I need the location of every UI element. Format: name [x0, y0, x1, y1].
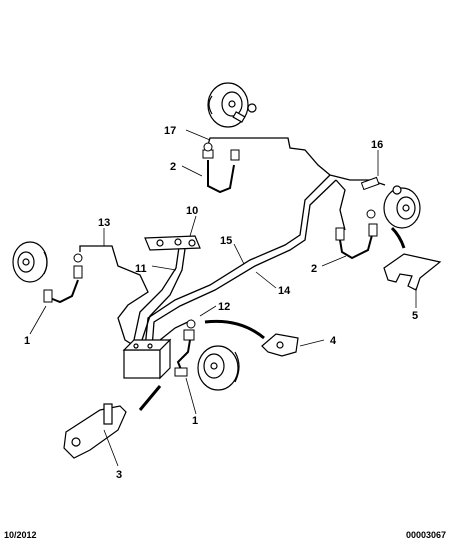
footer-date: 10/2012	[4, 530, 37, 540]
callout-14: 14	[278, 285, 291, 297]
pipe-junction-block	[144, 235, 201, 251]
callout-11: 11	[135, 263, 147, 275]
pointer-arrows	[138, 226, 406, 411]
leader-lines	[29, 129, 417, 467]
callout-17: 17	[164, 125, 176, 137]
callout-15: 15	[220, 235, 232, 247]
union-fitting	[360, 176, 380, 191]
callout-4: 4	[330, 335, 337, 347]
callout-16: 16	[371, 139, 383, 151]
callout-13: 13	[98, 217, 110, 229]
front-brake-disc-top	[207, 82, 257, 128]
rear-brake-disc-right	[383, 185, 421, 229]
front-brake-disc-bottom	[197, 345, 240, 391]
footer-reference-number: 00003067	[405, 530, 446, 540]
callout-3: 3	[116, 469, 122, 481]
rear-brake-disc-left	[12, 241, 48, 283]
flexible-hose-bottom	[174, 319, 196, 377]
callout-2-top: 2	[170, 161, 176, 173]
hose-bracket-5	[383, 253, 442, 291]
callout-12: 12	[218, 301, 230, 313]
clip-4	[261, 333, 299, 357]
flexible-hose-left	[43, 253, 83, 304]
flexible-hose-top	[202, 142, 240, 194]
callout-2-right: 2	[311, 263, 317, 275]
bracket-3	[63, 403, 127, 459]
callout-10: 10	[186, 205, 198, 217]
callout-labels: 17 2 16 13 10 11 15 14 12 2 5 4 1 1 3	[24, 125, 418, 481]
abs-hydraulic-unit	[122, 338, 172, 380]
callout-1-left: 1	[24, 335, 30, 347]
callout-5: 5	[412, 310, 418, 322]
flexible-hose-right	[335, 209, 378, 260]
callout-1-bottom: 1	[192, 415, 198, 427]
